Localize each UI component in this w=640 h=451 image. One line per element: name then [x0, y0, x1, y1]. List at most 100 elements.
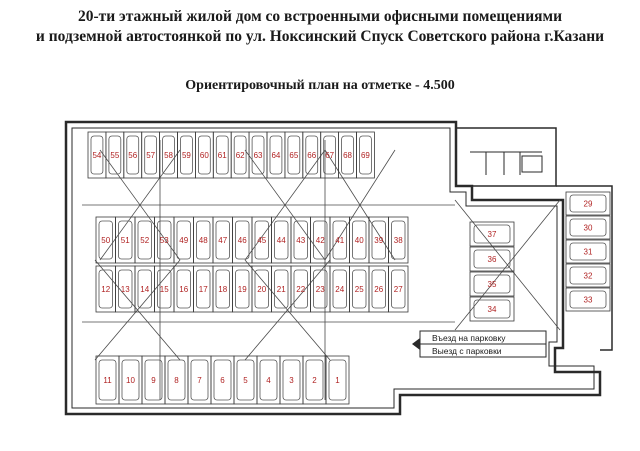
car-icon: [167, 359, 186, 401]
car-icon: [118, 220, 133, 260]
space-number: 50: [101, 236, 110, 245]
parking-space: 30: [565, 215, 611, 240]
car-icon: [254, 220, 269, 260]
parking-space: 4: [256, 355, 281, 405]
space-number: 40: [355, 236, 364, 245]
space-number: 16: [179, 285, 188, 294]
parking-space: 60: [194, 131, 214, 179]
parking-space: 11: [95, 355, 120, 405]
car-icon: [213, 359, 232, 401]
parking-space: 45: [251, 216, 272, 264]
space-number: 35: [488, 280, 497, 289]
car-icon: [235, 220, 250, 260]
space-number: 23: [316, 285, 325, 294]
car-icon: [118, 269, 133, 309]
space-number: 69: [361, 151, 370, 160]
parking-space: 54: [87, 131, 107, 179]
car-icon: [391, 220, 406, 260]
parking-space: 36: [469, 246, 515, 272]
car-icon: [162, 135, 175, 175]
title-line-1: 20-ти этажный жилой дом со встроенными о…: [77, 8, 563, 25]
parking-space: 50: [95, 216, 116, 264]
car-icon: [197, 135, 211, 175]
car-icon: [371, 269, 386, 309]
parking-space: 24: [329, 265, 350, 313]
car-icon: [180, 135, 193, 175]
space-number: 12: [101, 285, 110, 294]
space-number: 32: [584, 272, 593, 281]
space-number: 15: [160, 285, 169, 294]
space-number: 45: [257, 236, 266, 245]
space-number: 25: [355, 285, 364, 294]
parking-space: 8: [164, 355, 189, 405]
parking-space: 35: [469, 271, 515, 297]
car-icon: [352, 220, 367, 260]
parking-space: 23: [310, 265, 331, 313]
parking-space: 55: [105, 131, 125, 179]
parking-space: 44: [271, 216, 292, 264]
car-icon: [176, 269, 191, 309]
car-icon: [569, 242, 607, 261]
car-icon: [196, 269, 211, 309]
car-icon: [176, 220, 191, 260]
parking-space: 22: [290, 265, 311, 313]
parking-space: 69: [356, 131, 375, 179]
space-number: 2: [312, 376, 317, 385]
space-number: 51: [121, 236, 130, 245]
space-number: 29: [584, 200, 593, 209]
car-icon: [196, 220, 211, 260]
parking-space: 14: [134, 265, 155, 313]
car-icon: [157, 220, 172, 260]
parking-space: 17: [193, 265, 214, 313]
parking-space: 19: [232, 265, 253, 313]
parking-space: 61: [212, 131, 232, 179]
space-number: 41: [335, 236, 344, 245]
stair-core: [455, 127, 557, 187]
space-number: 27: [394, 285, 403, 294]
space-number: 7: [197, 376, 202, 385]
car-icon: [305, 359, 324, 401]
space-number: 3: [289, 376, 294, 385]
parking-space: 59: [177, 131, 196, 179]
space-number: 39: [374, 236, 383, 245]
space-number: 65: [289, 151, 298, 160]
space-number: 9: [151, 376, 156, 385]
parking-space: 52: [134, 216, 155, 264]
car-icon: [569, 194, 607, 213]
parking-space: 58: [159, 131, 178, 179]
space-number: 36: [488, 255, 497, 264]
parking-space: 62: [230, 131, 250, 179]
car-icon: [215, 220, 230, 260]
car-icon: [157, 269, 172, 309]
car-icon: [282, 359, 301, 401]
car-icon: [137, 220, 152, 260]
parking-space: 49: [173, 216, 194, 264]
space-number: 31: [584, 248, 593, 257]
parking-space: 27: [388, 265, 409, 313]
parking-space: 66: [302, 131, 322, 179]
parking-space: 13: [115, 265, 136, 313]
space-number: 46: [238, 236, 247, 245]
car-icon: [323, 135, 337, 175]
parking-space: 29: [565, 191, 611, 216]
car-icon: [313, 269, 328, 309]
parking-space: 42: [310, 216, 331, 264]
parking-space: 15: [154, 265, 175, 313]
ramp-entry-label: Въезд на парковку: [432, 333, 506, 343]
parking-space: 6: [210, 355, 235, 405]
parking-space: 57: [141, 131, 160, 179]
space-number: 18: [218, 285, 227, 294]
car-icon: [215, 135, 229, 175]
space-number: 57: [146, 151, 155, 160]
parking-space: 7: [187, 355, 212, 405]
car-icon: [332, 220, 347, 260]
car-icon: [144, 135, 157, 175]
space-number: 54: [92, 151, 101, 160]
space-number: 38: [394, 236, 403, 245]
space-number: 53: [160, 236, 169, 245]
parking-space: 32: [565, 263, 611, 288]
space-number: 66: [307, 151, 316, 160]
parking-space: 68: [338, 131, 357, 179]
car-icon: [359, 135, 372, 175]
